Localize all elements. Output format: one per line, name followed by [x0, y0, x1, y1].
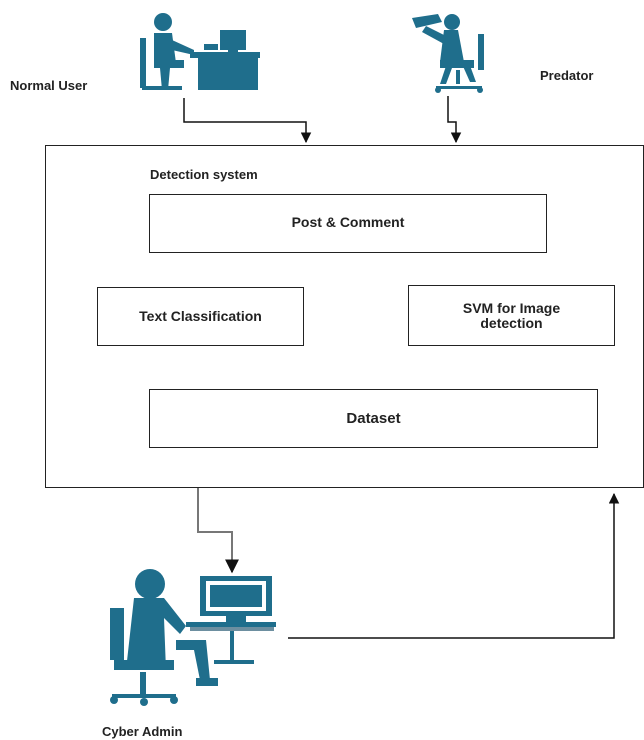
arrow-predator-to-system — [447, 96, 462, 144]
dataset-label: Dataset — [346, 410, 401, 427]
arrow-user-to-system — [183, 98, 312, 144]
svm-label: SVM for Image detection — [408, 285, 615, 346]
svm-box — [408, 285, 615, 346]
arrow-system-to-admin — [197, 488, 239, 574]
svm-label-line1: SVM for Image — [462, 299, 561, 316]
predator-icon — [412, 14, 484, 93]
post-comment-label: Post & Comment — [291, 213, 405, 230]
arrow-admin-to-system — [288, 492, 620, 639]
post-comment-box — [149, 194, 547, 253]
cyber-admin-label: Cyber Admin — [102, 724, 183, 739]
text-classification-label: Text Classification — [139, 308, 262, 324]
normal-user-icon — [140, 13, 260, 90]
svm-label-line2: detection — [480, 314, 543, 331]
cyber-admin-icon — [110, 569, 276, 706]
predator-label: Predator — [540, 68, 594, 83]
normal-user-label: Normal User — [10, 78, 88, 93]
dataset-box — [149, 389, 598, 448]
detection-system-title: Detection system — [150, 167, 258, 182]
text-classification-box — [97, 287, 304, 346]
